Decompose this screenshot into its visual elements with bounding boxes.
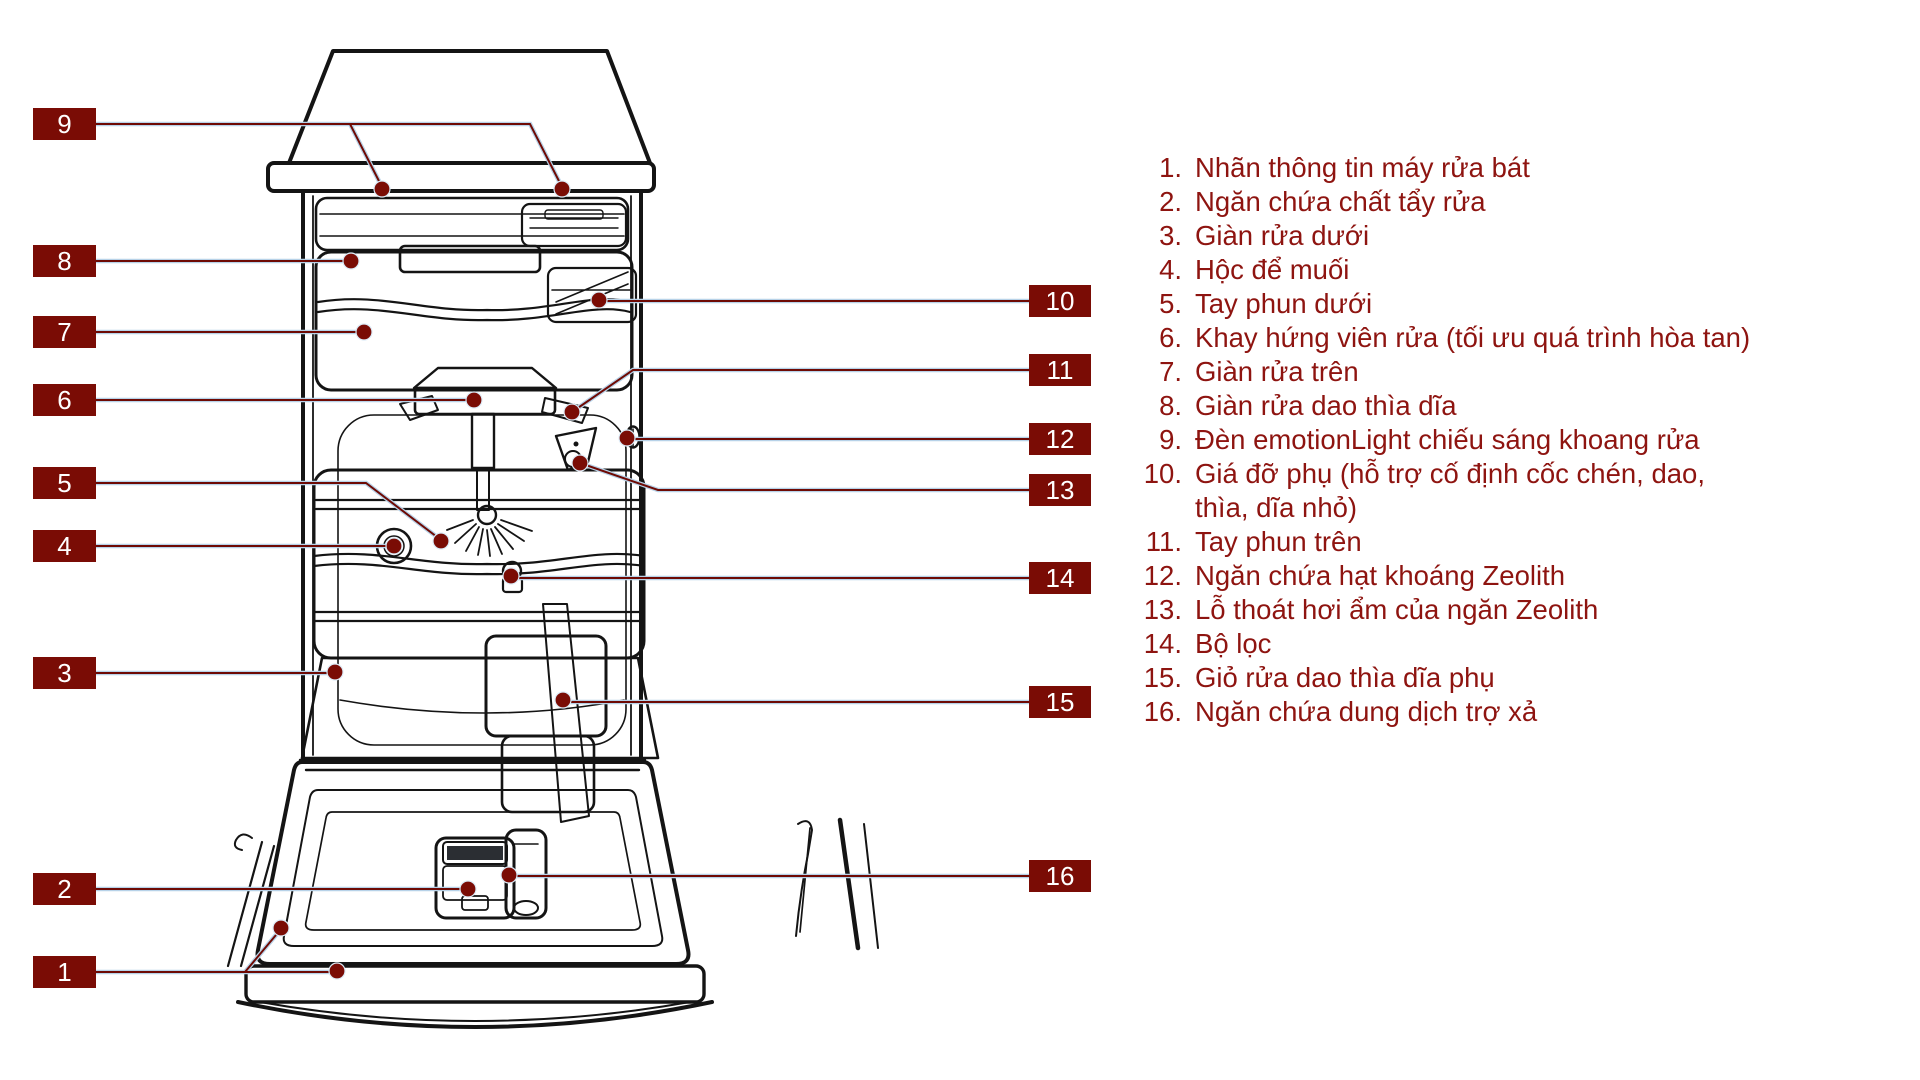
dot-7 xyxy=(355,323,373,341)
part-tag-4: 4 xyxy=(33,530,96,562)
part-tag-14: 14 xyxy=(1029,562,1091,594)
legend-item: 7. Giàn rửa trên xyxy=(1108,355,1750,389)
legend-item-text: Tay phun dưới xyxy=(1195,288,1373,319)
legend-item-number: 14. xyxy=(1143,628,1182,659)
legend-item-number: 16. xyxy=(1143,696,1182,727)
legend-item-number: 15. xyxy=(1143,662,1182,693)
leader-lines xyxy=(96,121,1029,975)
legend-item-text: Hộc để muối xyxy=(1195,254,1350,285)
legend-item-number: 13. xyxy=(1143,594,1182,625)
legend-item-number: 6. xyxy=(1159,322,1182,353)
dot-5 xyxy=(432,532,450,550)
dot-2 xyxy=(459,880,477,898)
part-tag-12: 12 xyxy=(1029,423,1091,455)
legend-item-text: Giàn rửa dao thìa dĩa xyxy=(1195,390,1457,421)
dot-10 xyxy=(590,291,608,309)
legend-item-text: Giàn rửa trên xyxy=(1195,356,1359,387)
door xyxy=(226,760,879,1029)
lower-basket xyxy=(300,468,660,760)
dot-12 xyxy=(618,429,636,447)
legend-item-number: 10. xyxy=(1143,458,1182,489)
legend-item-number: 8. xyxy=(1159,390,1182,421)
dot-6 xyxy=(465,391,483,409)
legend-item-text: Giỏ rửa dao thìa dĩa phụ xyxy=(1195,662,1495,693)
legend-item-text: Ngăn chứa hạt khoáng Zeolith xyxy=(1195,560,1566,591)
legend-item: 16. Ngăn chứa dung dịch trợ xả xyxy=(1108,695,1750,729)
part-tag-6: 6 xyxy=(33,384,96,416)
legend-item: 9. Đèn emotionLight chiếu sáng khoang rửa xyxy=(1108,423,1750,457)
legend-item-text: Khay hứng viên rửa (tối ưu quá trình hòa… xyxy=(1195,322,1751,353)
legend-item: 8. Giàn rửa dao thìa dĩa xyxy=(1108,389,1750,423)
legend-item-number: 11. xyxy=(1145,526,1182,557)
legend-item: 14. Bộ lọc xyxy=(1108,627,1750,661)
part-tag-16: 16 xyxy=(1029,860,1091,892)
dot-16 xyxy=(500,866,518,884)
legend-item-number: 9. xyxy=(1159,424,1182,455)
cabinet xyxy=(298,189,647,772)
part-tag-10: 10 xyxy=(1029,285,1091,317)
part-tag-2: 2 xyxy=(33,873,96,905)
legend-item-number: 5. xyxy=(1159,288,1182,319)
dot-13 xyxy=(571,454,589,472)
legend-item: 4. Hộc để muối xyxy=(1108,253,1750,287)
legend-item: 5. Tay phun dưới xyxy=(1108,287,1750,321)
leader-1 xyxy=(96,927,337,975)
dot-9a xyxy=(373,180,391,198)
worktop xyxy=(266,49,656,193)
legend-item-number: 3. xyxy=(1159,220,1182,251)
legend-item-text: Tay phun trên xyxy=(1195,526,1362,557)
leader-13 xyxy=(579,460,1029,493)
legend-item: 1. Nhãn thông tin máy rửa bát xyxy=(1108,151,1750,185)
legend-item: 3. Giàn rửa dưới xyxy=(1108,219,1750,253)
part-tag-9: 9 xyxy=(33,108,96,140)
legend-item: 15. Giỏ rửa dao thìa dĩa phụ xyxy=(1108,661,1750,695)
part-tag-11: 11 xyxy=(1029,354,1091,386)
legend-item-number: 2. xyxy=(1159,186,1182,217)
dot-1b xyxy=(328,962,346,980)
dot-4 xyxy=(385,537,403,555)
dot-11 xyxy=(563,403,581,421)
part-tag-3: 3 xyxy=(33,657,96,689)
legend-item-text: Giá đỡ phụ (hỗ trợ cố định cốc chén, dao… xyxy=(1195,458,1705,523)
door-left-edge xyxy=(226,840,276,968)
legend: 1. Nhãn thông tin máy rửa bát 2. Ngăn chứa… xyxy=(1108,151,1750,729)
part-tag-7: 7 xyxy=(33,316,96,348)
leader-9 xyxy=(96,121,565,189)
legend-item: 12. Ngăn chứa hạt khoáng Zeolith xyxy=(1108,559,1750,593)
legend-item: 10. Giá đỡ phụ (hỗ trợ cố định cốc chén, … xyxy=(1108,457,1750,525)
pointer-dots xyxy=(272,180,636,980)
legend-item-text: Nhãn thông tin máy rửa bát xyxy=(1195,152,1530,183)
part-tag-15: 15 xyxy=(1029,686,1091,718)
dot-1a xyxy=(272,919,290,937)
legend-item-number: 4. xyxy=(1159,254,1182,285)
cutlery-drawer xyxy=(314,196,630,252)
legend-item: 13. Lỗ thoát hơi ẩm của ngăn Zeolith xyxy=(1108,593,1750,627)
legend-item-text: Giàn rửa dưới xyxy=(1195,220,1370,251)
dot-9b xyxy=(553,180,571,198)
part-tag-5: 5 xyxy=(33,467,96,499)
dot-8 xyxy=(342,252,360,270)
dot-14 xyxy=(502,567,520,585)
legend-item-text: Ngăn chứa dung dịch trợ xả xyxy=(1195,696,1538,727)
legend-item-number: 12. xyxy=(1143,560,1182,591)
part-tag-1: 1 xyxy=(33,956,96,988)
legend-item: 2. Ngăn chứa chất tẩy rửa xyxy=(1108,185,1750,219)
dot-3 xyxy=(326,663,344,681)
folding-cup-shelf xyxy=(546,266,638,324)
legend-item-text: Bộ lọc xyxy=(1195,628,1272,659)
legend-item: 11. Tay phun trên xyxy=(1108,525,1750,559)
legend-item-number: 7. xyxy=(1159,356,1182,387)
part-tag-13: 13 xyxy=(1029,474,1091,506)
leader-11 xyxy=(570,367,1029,414)
legend-item: 6. Khay hứng viên rửa (tối ưu quá trình h… xyxy=(1108,321,1750,355)
spray-arm-fan xyxy=(446,504,533,557)
legend-item-text: Ngăn chứa chất tẩy rửa xyxy=(1195,186,1486,217)
legend-item-number: 1. xyxy=(1159,152,1182,183)
part-tag-8: 8 xyxy=(33,245,96,277)
legend-item-text: Lỗ thoát hơi ẩm của ngăn Zeolith xyxy=(1195,594,1599,625)
dot-15 xyxy=(554,691,572,709)
leader-5 xyxy=(96,480,443,542)
legend-item-text: Đèn emotionLight chiếu sáng khoang rửa xyxy=(1195,424,1700,455)
